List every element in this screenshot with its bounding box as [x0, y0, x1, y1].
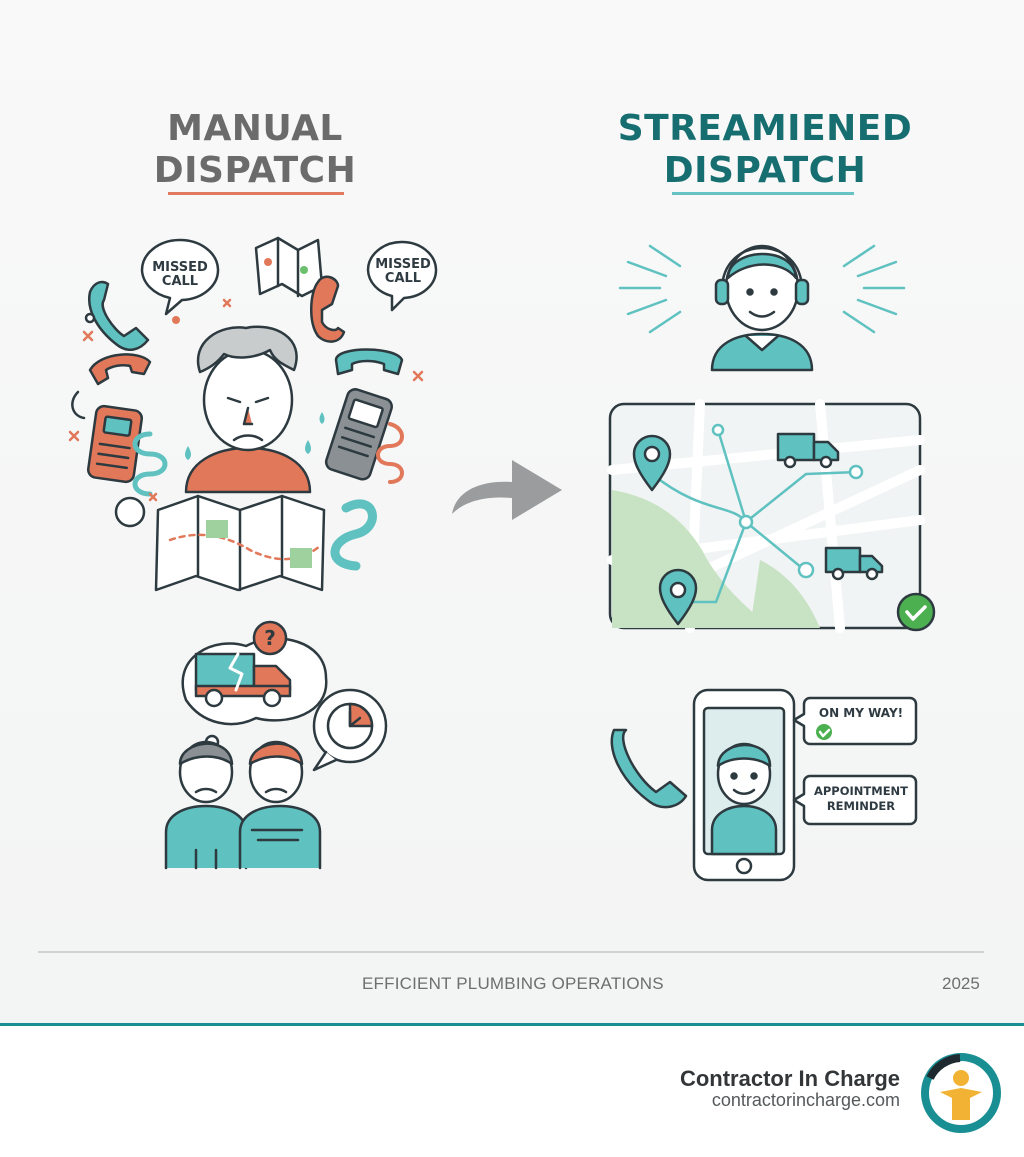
truck-icon-broken [194, 652, 292, 708]
footer-caption: EFFICIENT PLUMBING OPERATIONS [362, 974, 664, 993]
coiled-cord-bottom [330, 499, 377, 571]
headset-agent [618, 244, 906, 372]
frustrated-customer-right [238, 740, 322, 870]
footer-divider [38, 951, 984, 953]
manual-dispatch-title: MANUAL DISPATCH [120, 108, 390, 192]
coiled-cord-left [132, 431, 168, 497]
folded-map-icon [154, 494, 326, 592]
missed-call-bubble-left [140, 238, 220, 316]
streamlined-dispatch-title: STREAMIENED DISPATCH [600, 108, 930, 192]
brand-url[interactable]: contractorincharge.com [711, 1090, 900, 1110]
telephone-icon-handset [610, 728, 688, 809]
stressed-dispatcher [184, 325, 312, 494]
manual-title-line2: DISPATCH [153, 150, 357, 191]
telephone-icon-teal-right [334, 348, 404, 376]
missed-call-text-right: MISSED CALL [375, 257, 431, 286]
brand-name[interactable]: Contractor In Charge [679, 1066, 900, 1091]
sweat-drops [185, 412, 325, 460]
truck-icon-bottom [824, 546, 884, 581]
illustration-canvas [68, 236, 936, 882]
manual-title-line1: MANUAL [167, 108, 343, 149]
map-pin-icon-top [632, 434, 672, 492]
smartphone-icon [692, 688, 796, 882]
streamlined-title-line1: STREAMIENED [617, 108, 913, 149]
telephone-icon-orange-left [71, 353, 152, 420]
on-my-way-text: ON MY WAY! [818, 706, 904, 720]
map-icon-top [254, 236, 324, 298]
question-mark: ? [264, 626, 276, 650]
brand-footer [0, 1023, 1024, 1157]
arrow-icon [452, 460, 562, 520]
mobile-phone-icon-gray [324, 388, 393, 481]
check-icon-map [896, 592, 936, 632]
streamlined-title-line2: DISPATCH [663, 150, 867, 191]
check-icon-bubble [816, 724, 832, 740]
telephone-icon-orange-right [310, 275, 346, 343]
map-pin-icon-bottom [658, 568, 698, 626]
streamlined-title-underline [672, 192, 854, 195]
telephone-icon-teal-left [87, 280, 150, 352]
missed-call-text-left: MISSED CALL [152, 260, 208, 289]
clock-speech-bubble [312, 688, 388, 772]
decor-marks [68, 298, 424, 502]
on-my-way-bubble [792, 696, 918, 746]
manual-title-underline [168, 192, 344, 195]
question-badge [252, 620, 288, 656]
coiled-cord-right [376, 422, 404, 484]
appointment-reminder-bubble [792, 774, 918, 826]
footer-year: 2025 [942, 974, 980, 993]
truck-icon-top [776, 432, 840, 469]
logo-icon[interactable] [916, 1048, 1006, 1138]
frustrated-customer-left [164, 740, 248, 870]
missed-call-bubble-right [366, 240, 438, 312]
appointment-reminder-text: APPOINTMENT REMINDER [813, 784, 909, 813]
